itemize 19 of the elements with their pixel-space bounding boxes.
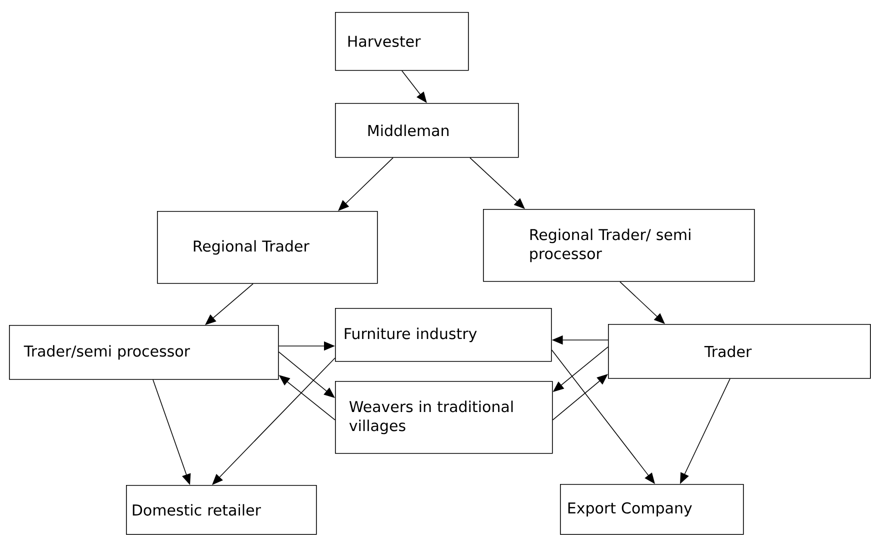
process-box: Weavers in traditional villages bbox=[335, 381, 553, 454]
arrow bbox=[470, 157, 525, 209]
arrow bbox=[620, 281, 665, 324]
arrow bbox=[278, 352, 335, 398]
arrow bbox=[212, 358, 336, 485]
process-box: Regional Trader bbox=[157, 211, 378, 284]
process-box: Harvester bbox=[335, 12, 469, 71]
process-box: Trader bbox=[608, 324, 871, 379]
arrow bbox=[205, 283, 254, 325]
arrow bbox=[551, 350, 655, 484]
process-box: Middleman bbox=[335, 103, 519, 158]
process-box: Trader/semi processor bbox=[9, 325, 279, 380]
process-box: Domestic retailer bbox=[126, 485, 317, 535]
process-box: Furniture industry bbox=[335, 308, 552, 362]
arrow bbox=[552, 374, 608, 420]
arrow bbox=[402, 70, 427, 103]
process-box: Regional Trader/ semi processor bbox=[483, 209, 755, 282]
process-box: Export Company bbox=[560, 484, 744, 535]
arrow bbox=[338, 157, 394, 211]
